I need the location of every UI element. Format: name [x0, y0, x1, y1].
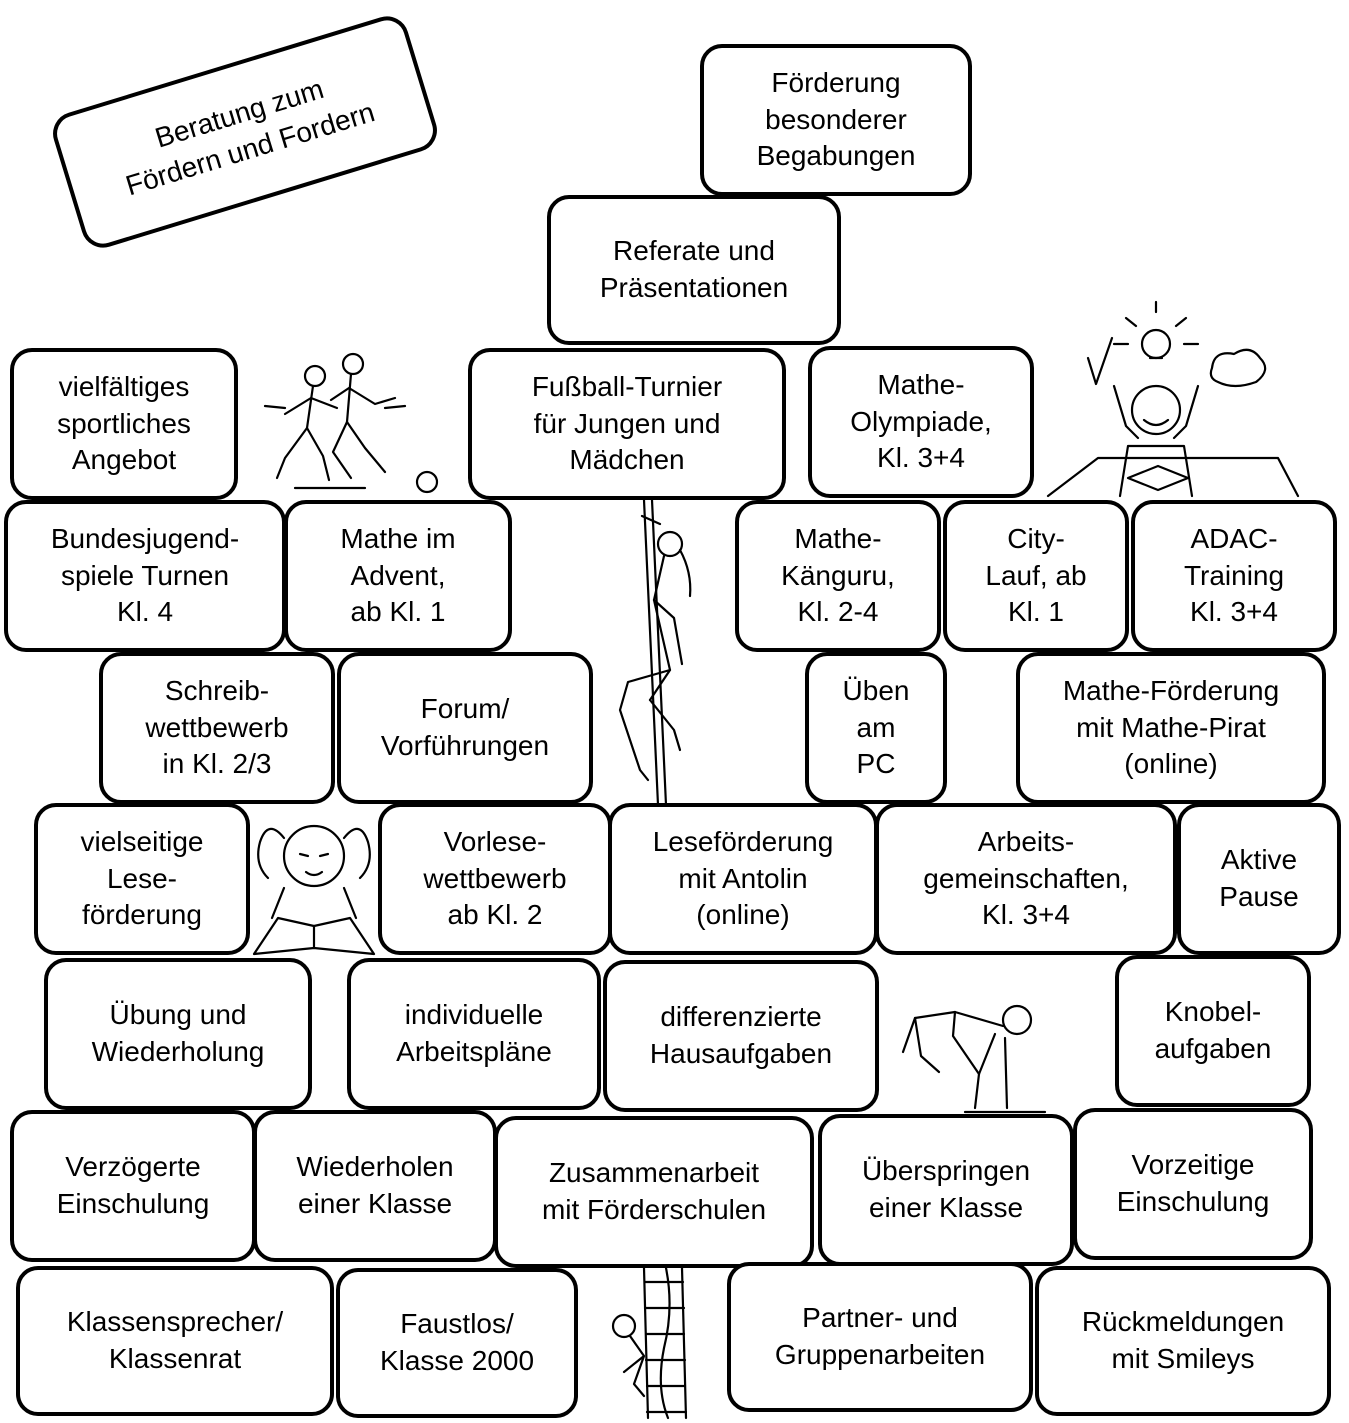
- box-referate: Referate und Präsentationen: [547, 195, 841, 345]
- box-verzoegert: Verzögerte Einschulung: [10, 1110, 256, 1262]
- happy-student-idea-illustration: [988, 298, 1310, 498]
- box-klassenrat: Klassensprecher/ Klassenrat: [16, 1266, 334, 1416]
- box-foerderschulen: Zusammenarbeit mit Förderschulen: [494, 1116, 814, 1268]
- box-wiederholen: Wiederholen einer Klasse: [253, 1110, 497, 1262]
- box-arbeitsplaene: individuelle Arbeitspläne: [347, 958, 601, 1110]
- box-smileys: Rückmeldungen mit Smileys: [1035, 1266, 1331, 1416]
- box-citylauf: City- Lauf, ab Kl. 1: [943, 500, 1129, 652]
- reading-girl-illustration: [248, 808, 380, 958]
- box-bundesjugend: Bundesjugend- spiele Turnen Kl. 4: [4, 500, 286, 652]
- box-forum: Forum/ Vorführungen: [337, 652, 593, 804]
- box-hausaufgaben: differenzierte Hausaufgaben: [603, 960, 879, 1112]
- ladder-climber-illustration: [604, 1266, 724, 1420]
- box-advent: Mathe im Advent, ab Kl. 1: [284, 500, 512, 652]
- box-begabungen: Förderung besonderer Begabungen: [700, 44, 972, 196]
- box-ueberspringen: Überspringen einer Klasse: [818, 1114, 1074, 1266]
- box-vorzeitig: Vorzeitige Einschulung: [1073, 1108, 1313, 1260]
- box-pirat: Mathe-Förderung mit Mathe-Pirat (online): [1016, 652, 1326, 804]
- soccer-players-illustration: [255, 348, 445, 498]
- box-faustlos: Faustlos/ Klasse 2000: [336, 1268, 578, 1418]
- box-pause: Aktive Pause: [1177, 803, 1341, 955]
- box-lese: vielseitige Lese- förderung: [34, 803, 250, 955]
- box-sport: vielfältiges sportliches Angebot: [10, 348, 238, 500]
- box-fussball: Fußball-Turnier für Jungen und Mädchen: [468, 348, 786, 500]
- box-pc: Üben am PC: [805, 652, 947, 804]
- box-antolin: Leseförderung mit Antolin (online): [608, 803, 878, 955]
- box-knobel: Knobel- aufgaben: [1115, 955, 1311, 1107]
- box-ag: Arbeits- gemeinschaften, Kl. 3+4: [875, 803, 1177, 955]
- box-olympiade: Mathe- Olympiade, Kl. 3+4: [808, 346, 1034, 498]
- title-badge: Beratung zum Fördern und Fordern: [47, 10, 443, 254]
- pole-climbing-girl-illustration: [600, 498, 700, 807]
- box-adac: ADAC- Training Kl. 3+4: [1131, 500, 1337, 652]
- box-partner: Partner- und Gruppenarbeiten: [727, 1262, 1033, 1412]
- box-kaenguru: Mathe- Känguru, Kl. 2-4: [735, 500, 941, 652]
- box-schreib: Schreib- wettbewerb in Kl. 2/3: [99, 652, 335, 804]
- crawling-child-illustration: [895, 990, 1050, 1115]
- box-uebung: Übung und Wiederholung: [44, 958, 312, 1110]
- box-vorlese: Vorlese- wettbewerb ab Kl. 2: [378, 803, 612, 955]
